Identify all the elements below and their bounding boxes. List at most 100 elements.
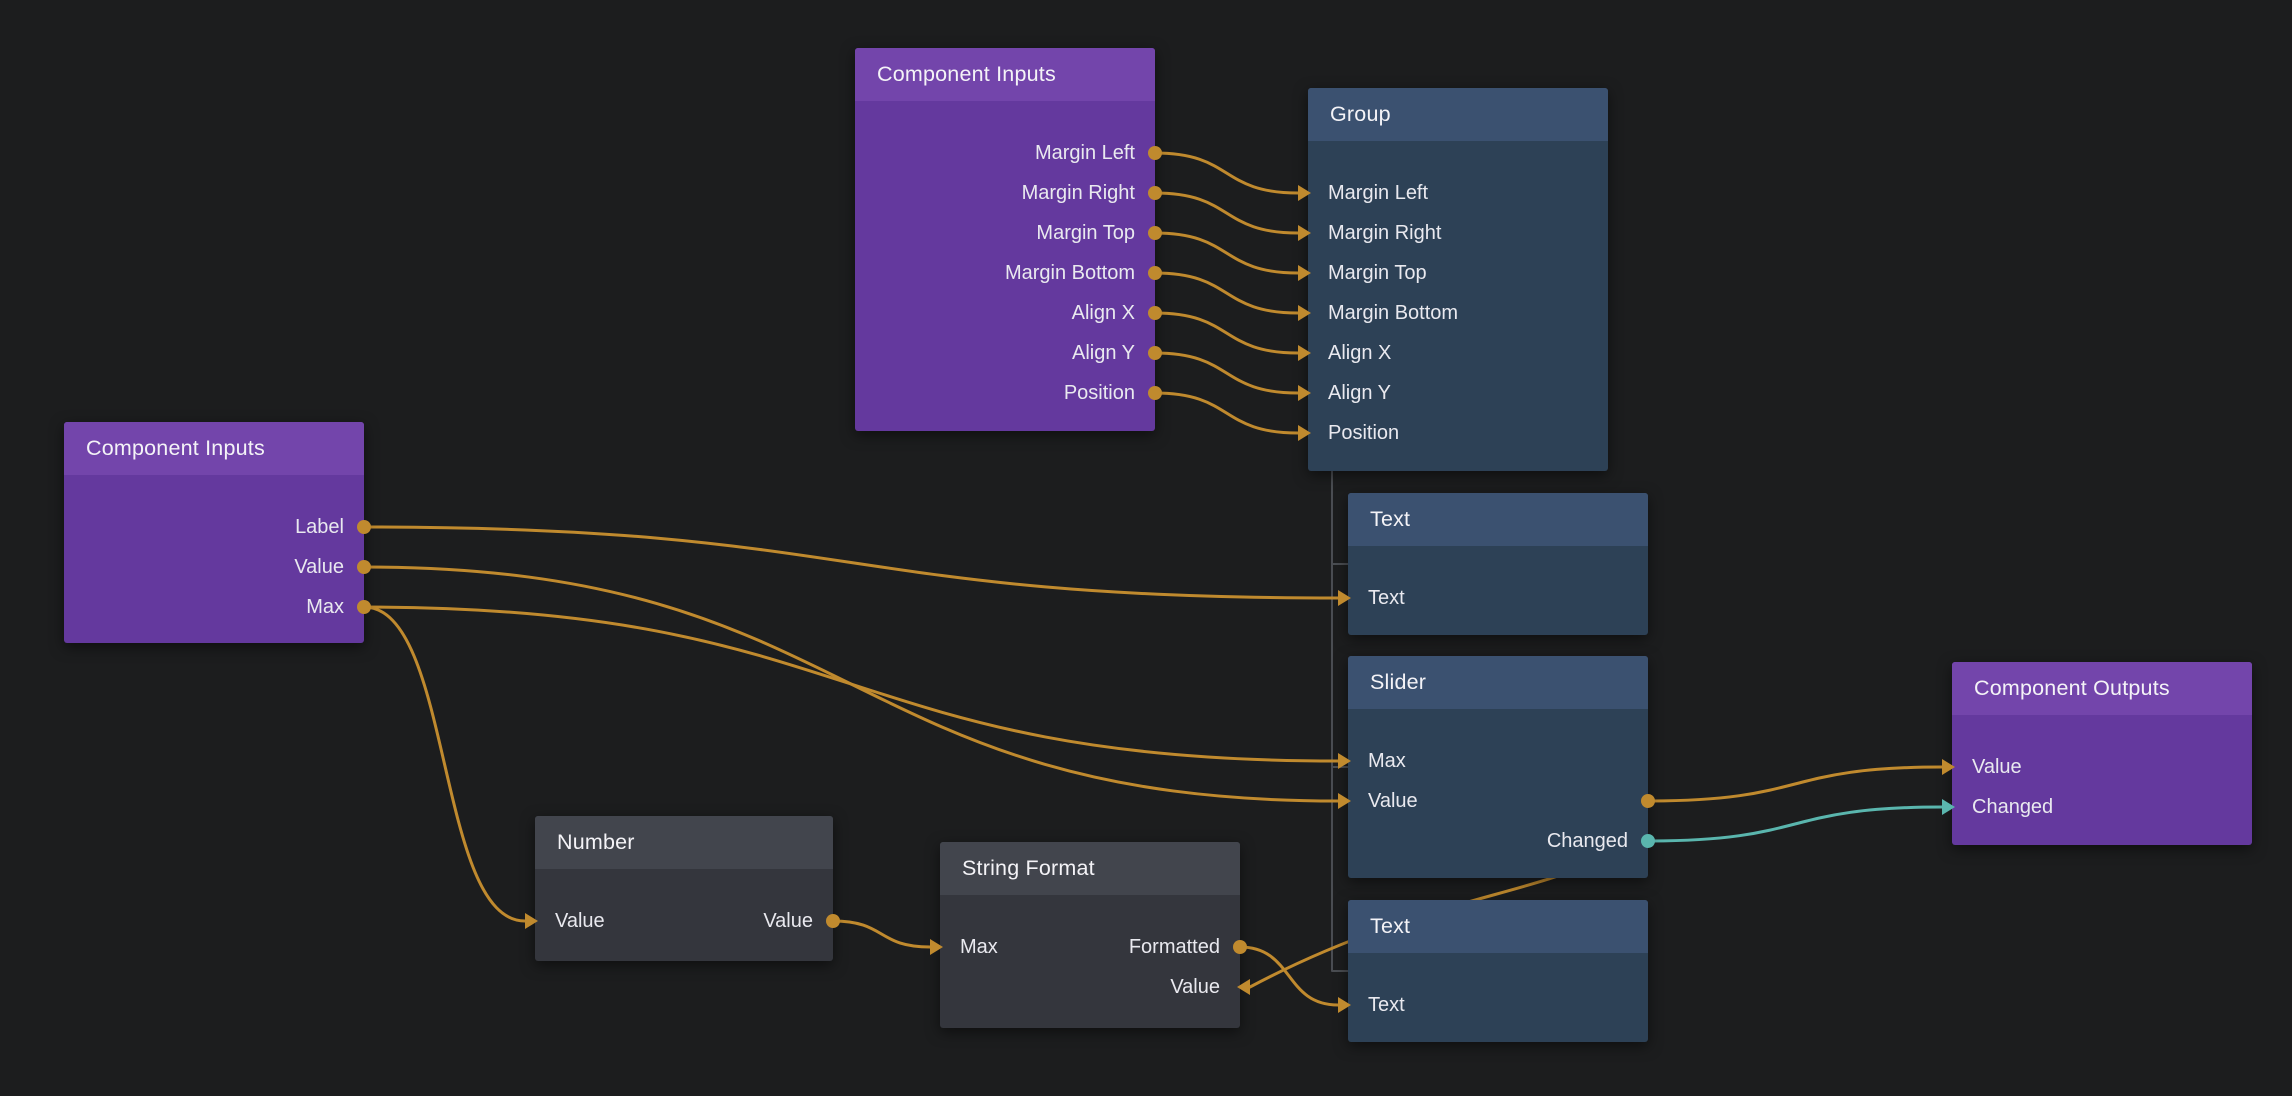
wire[interactable] bbox=[1153, 231, 1300, 275]
port-label-value: Value bbox=[1972, 755, 2022, 778]
output-port-changed[interactable] bbox=[1641, 834, 1655, 848]
port-row: Position bbox=[855, 373, 1155, 413]
port-row: Changed bbox=[1952, 787, 2252, 827]
port-row: Margin Bottom bbox=[1308, 293, 1608, 333]
port-label-max: Max bbox=[1368, 749, 1406, 772]
node-title: Component Inputs bbox=[64, 422, 364, 475]
output-port-margin-top[interactable] bbox=[1148, 226, 1162, 240]
port-label-label: Label bbox=[295, 515, 344, 538]
wire[interactable] bbox=[1646, 805, 1944, 843]
output-port-align-x[interactable] bbox=[1148, 306, 1162, 320]
port-label-margin-left: Margin Left bbox=[1034, 141, 1135, 164]
wire[interactable] bbox=[1238, 945, 1340, 1007]
port-row: Value bbox=[940, 967, 1240, 1007]
input-port-align-y[interactable] bbox=[1298, 385, 1311, 401]
output-port-max[interactable] bbox=[357, 600, 371, 614]
wire[interactable] bbox=[362, 525, 1340, 600]
output-port-value[interactable] bbox=[1641, 794, 1655, 808]
input-port-value[interactable] bbox=[1942, 759, 1955, 775]
output-port-margin-right[interactable] bbox=[1148, 186, 1162, 200]
port-label-margin-right: Margin Right bbox=[1021, 181, 1135, 204]
input-port-value[interactable] bbox=[1338, 793, 1351, 809]
port-label-margin-left: Margin Left bbox=[1328, 181, 1429, 204]
output-port-position[interactable] bbox=[1148, 386, 1162, 400]
wire[interactable] bbox=[1153, 351, 1300, 395]
input-port-value[interactable] bbox=[1237, 979, 1250, 995]
port-row: Value bbox=[64, 547, 364, 587]
port-row: Align X bbox=[855, 293, 1155, 333]
input-port-value[interactable] bbox=[525, 913, 538, 929]
output-port-align-y[interactable] bbox=[1148, 346, 1162, 360]
wire[interactable] bbox=[1153, 151, 1300, 195]
port-label-value: Value bbox=[1170, 975, 1220, 998]
port-label-changed: Changed bbox=[1546, 829, 1628, 852]
port-row: Margin Left bbox=[855, 133, 1155, 173]
port-label-position: Position bbox=[1063, 381, 1135, 404]
wire[interactable] bbox=[362, 605, 1340, 763]
output-port-value[interactable] bbox=[826, 914, 840, 928]
output-port-label[interactable] bbox=[357, 520, 371, 534]
wire[interactable] bbox=[1153, 391, 1300, 435]
port-row: Align Y bbox=[1308, 373, 1608, 413]
wire[interactable] bbox=[831, 919, 932, 949]
input-port-margin-bottom[interactable] bbox=[1298, 305, 1311, 321]
input-port-margin-left[interactable] bbox=[1298, 185, 1311, 201]
port-row: Position bbox=[1308, 413, 1608, 453]
input-port-max[interactable] bbox=[930, 939, 943, 955]
port-row: Max bbox=[64, 587, 364, 627]
port-row: Label bbox=[64, 507, 364, 547]
port-label-formatted: Formatted bbox=[1128, 935, 1220, 958]
port-label-margin-top: Margin Top bbox=[1328, 261, 1427, 284]
node-title: Group bbox=[1308, 88, 1608, 141]
port-row: Max Formatted bbox=[940, 927, 1240, 967]
node-title: Component Inputs bbox=[855, 48, 1155, 101]
port-label-position: Position bbox=[1328, 421, 1400, 444]
port-row: Text bbox=[1348, 985, 1648, 1025]
port-row: Value bbox=[1348, 781, 1648, 821]
output-port-margin-bottom[interactable] bbox=[1148, 266, 1162, 280]
input-port-text[interactable] bbox=[1338, 997, 1351, 1013]
port-label-max: Max bbox=[306, 595, 344, 618]
input-port-margin-right[interactable] bbox=[1298, 225, 1311, 241]
output-port-value[interactable] bbox=[357, 560, 371, 574]
port-row: Margin Right bbox=[855, 173, 1155, 213]
port-label-margin-top: Margin Top bbox=[1036, 221, 1135, 244]
port-label-value: Value bbox=[294, 555, 344, 578]
port-row: Max bbox=[1348, 741, 1648, 781]
input-port-align-x[interactable] bbox=[1298, 345, 1311, 361]
hierarchy-connection bbox=[1331, 470, 1349, 972]
port-row: Margin Left bbox=[1308, 173, 1608, 213]
port-label-max: Max bbox=[960, 935, 998, 958]
input-port-margin-top[interactable] bbox=[1298, 265, 1311, 281]
wire[interactable] bbox=[1153, 271, 1300, 315]
output-port-margin-left[interactable] bbox=[1148, 146, 1162, 160]
input-port-changed[interactable] bbox=[1942, 799, 1955, 815]
node-title: Number bbox=[535, 816, 833, 869]
wire[interactable] bbox=[1153, 311, 1300, 355]
port-label-align-x: Align X bbox=[1071, 301, 1135, 324]
input-port-position[interactable] bbox=[1298, 425, 1311, 441]
port-row: Margin Right bbox=[1308, 213, 1608, 253]
port-row: Margin Top bbox=[855, 213, 1155, 253]
port-row: Align X bbox=[1308, 333, 1608, 373]
input-port-max[interactable] bbox=[1338, 753, 1351, 769]
port-row: Align Y bbox=[855, 333, 1155, 373]
port-row: Value bbox=[1952, 747, 2252, 787]
output-port-formatted[interactable] bbox=[1233, 940, 1247, 954]
wire[interactable] bbox=[1153, 191, 1300, 235]
input-port-text[interactable] bbox=[1338, 590, 1351, 606]
wire[interactable] bbox=[1646, 765, 1944, 803]
node-title: Component Outputs bbox=[1952, 662, 2252, 715]
node-title: Text bbox=[1348, 900, 1648, 953]
wire[interactable] bbox=[362, 605, 527, 923]
